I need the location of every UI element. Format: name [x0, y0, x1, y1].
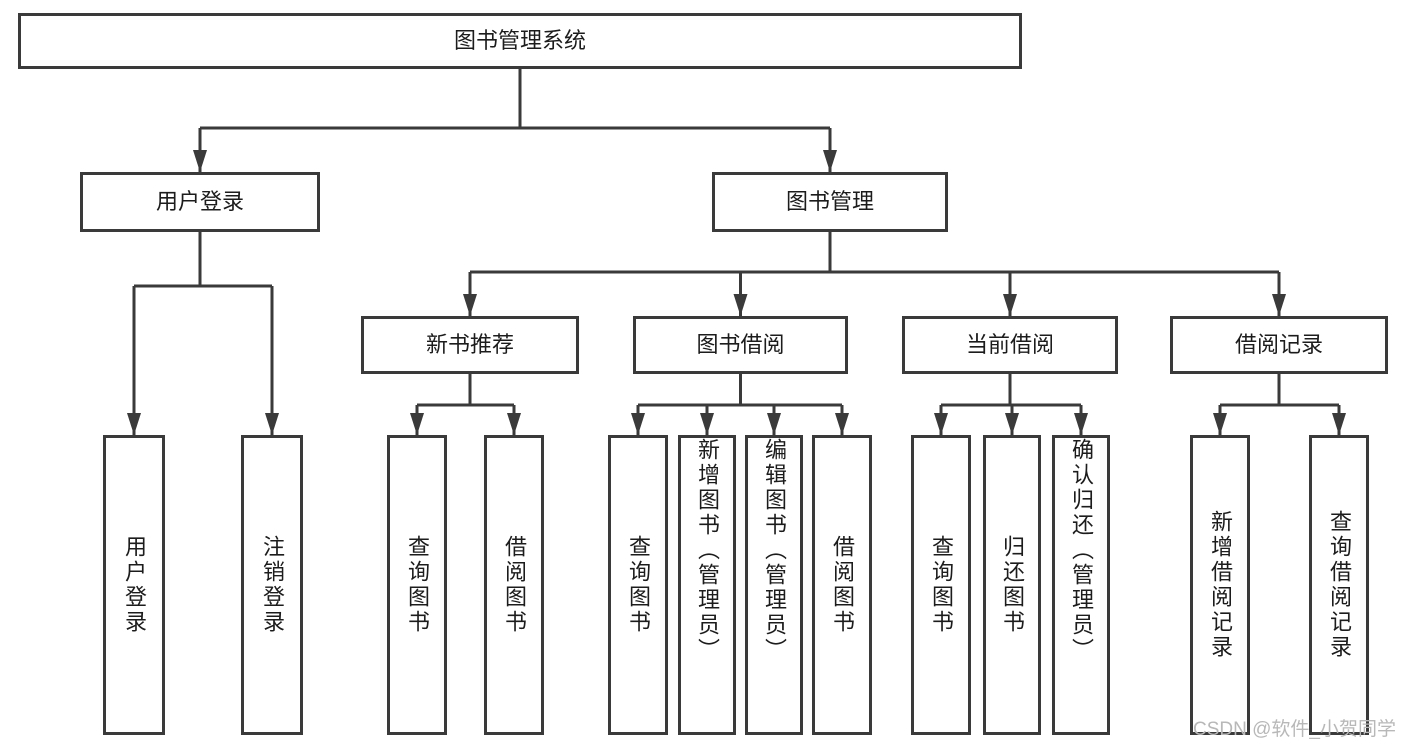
- node-l4_3: 查询图书: [387, 435, 447, 735]
- node-label: 新书推荐: [425, 332, 514, 357]
- arrowhead: [1213, 413, 1227, 435]
- node-label: 图书管理系统: [453, 28, 586, 53]
- arrowhead: [934, 413, 948, 435]
- node-l4_9: 查询图书: [911, 435, 971, 735]
- node-label: 借阅记录: [1234, 332, 1323, 357]
- node-l4_11: 确认归还（管理员）: [1052, 435, 1110, 735]
- arrowhead: [1005, 413, 1019, 435]
- arrowhead: [823, 150, 837, 172]
- node-l4_10: 归还图书: [983, 435, 1041, 735]
- arrowhead: [631, 413, 645, 435]
- node-l4_1: 用户登录: [103, 435, 165, 735]
- arrowhead: [1332, 413, 1346, 435]
- node-label: 新增借阅记录: [1208, 510, 1233, 660]
- arrowhead: [463, 294, 477, 316]
- node-root: 图书管理系统: [18, 13, 1022, 69]
- node-label: 新增图书（管理员）: [695, 438, 720, 663]
- node-label: 图书借阅: [696, 332, 785, 357]
- node-label: 借阅图书: [502, 535, 527, 635]
- node-l3_2: 图书借阅: [633, 316, 848, 374]
- node-l3_1: 新书推荐: [361, 316, 579, 374]
- node-label: 用户登录: [122, 535, 147, 635]
- node-l3_3: 当前借阅: [902, 316, 1118, 374]
- node-label: 编辑图书（管理员）: [762, 438, 787, 663]
- node-label: 查询图书: [626, 535, 651, 635]
- arrowhead: [265, 413, 279, 435]
- node-label: 查询借阅记录: [1327, 510, 1352, 660]
- arrowhead: [733, 294, 748, 316]
- node-l4_8: 借阅图书: [812, 435, 872, 735]
- arrowhead: [1074, 413, 1088, 435]
- node-l2_1: 用户登录: [80, 172, 320, 232]
- node-l4_2: 注销登录: [241, 435, 303, 735]
- arrowhead: [1003, 294, 1017, 316]
- node-l4_13: 查询借阅记录: [1309, 435, 1369, 735]
- node-label: 用户登录: [155, 189, 244, 214]
- node-l4_4: 借阅图书: [484, 435, 544, 735]
- arrowhead: [410, 413, 424, 435]
- arrowhead: [700, 413, 714, 435]
- node-l3_4: 借阅记录: [1170, 316, 1388, 374]
- node-label: 查询图书: [405, 535, 430, 635]
- arrowhead: [127, 413, 141, 435]
- node-label: 归还图书: [1000, 535, 1025, 635]
- arrowhead: [507, 413, 521, 435]
- node-label: 注销登录: [260, 535, 285, 635]
- arrowhead: [1272, 294, 1286, 316]
- node-l4_7: 编辑图书（管理员）: [745, 435, 803, 735]
- node-label: 借阅图书: [830, 535, 855, 635]
- node-l2_2: 图书管理: [712, 172, 948, 232]
- arrowhead: [193, 150, 207, 172]
- node-label: 图书管理: [785, 189, 874, 214]
- node-l4_5: 查询图书: [608, 435, 668, 735]
- node-label: 查询图书: [929, 535, 954, 635]
- node-l4_6: 新增图书（管理员）: [678, 435, 736, 735]
- node-l4_12: 新增借阅记录: [1190, 435, 1250, 735]
- arrowhead: [767, 413, 781, 435]
- node-label: 确认归还（管理员）: [1069, 438, 1094, 663]
- arrowhead: [835, 413, 849, 435]
- csdn-watermark: CSDN @软件_小贺同学: [1193, 719, 1396, 740]
- node-label: 当前借阅: [965, 332, 1054, 357]
